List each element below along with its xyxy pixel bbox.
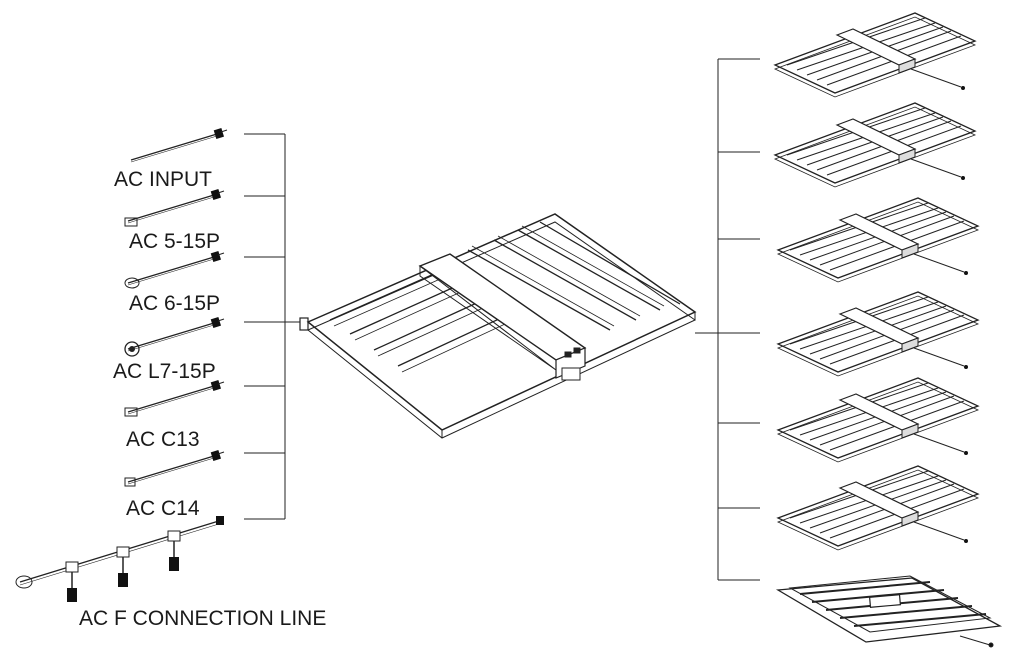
ac-input-cable-icon bbox=[130, 127, 228, 163]
ac-c14-cable-icon bbox=[124, 449, 225, 487]
ac-6-15p-cable-icon bbox=[124, 250, 225, 289]
fixture-variant-2 bbox=[774, 102, 976, 188]
fixture-variant-6 bbox=[777, 465, 979, 551]
label-ac-l7-15p: AC L7-15P bbox=[113, 360, 216, 383]
ac-l7-15p-cable-icon bbox=[124, 316, 225, 357]
ac-5-15p-cable-icon bbox=[124, 188, 225, 227]
right-bracket bbox=[695, 58, 760, 581]
left-bracket bbox=[244, 133, 303, 520]
fixture-variant-5 bbox=[777, 377, 979, 463]
label-ac-c14: AC C14 bbox=[126, 497, 200, 520]
fixture-variant-7-folded bbox=[775, 575, 1003, 648]
main-fixture-illustration bbox=[299, 213, 697, 439]
label-ac-c13: AC C13 bbox=[126, 428, 200, 451]
label-ac-input: AC INPUT bbox=[114, 168, 212, 191]
fixture-variant-3 bbox=[777, 197, 979, 283]
fixture-variant-4 bbox=[777, 291, 979, 377]
ac-c13-cable-icon bbox=[124, 379, 225, 417]
label-ac-f-connection-line: AC F CONNECTION LINE bbox=[79, 607, 326, 630]
fixture-variant-1 bbox=[774, 12, 976, 98]
ac-f-connection-line-icon bbox=[15, 516, 224, 602]
label-ac-6-15p: AC 6-15P bbox=[129, 292, 220, 315]
label-ac-5-15p: AC 5-15P bbox=[129, 230, 220, 253]
